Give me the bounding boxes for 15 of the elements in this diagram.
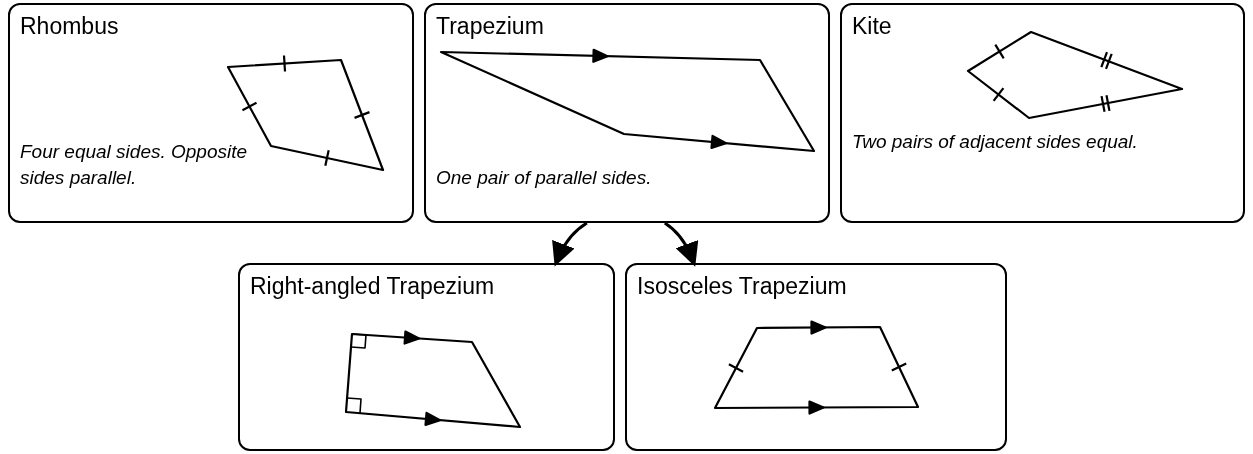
shape-card: [238, 263, 615, 451]
arrow: [552, 221, 588, 267]
shape-name: Trapezium: [436, 13, 544, 40]
description-text: Four equal sides. Opposite sides parallel.: [20, 140, 249, 190]
shape-name: Isosceles Trapezium: [637, 273, 847, 300]
shape-card: [8, 3, 414, 223]
shape-name: Rhombus: [20, 13, 119, 40]
description-text: Two pairs of adjacent sides equal.: [852, 130, 1139, 154]
shape-card: [840, 3, 1245, 223]
shape-name: Right-angled Trapezium: [250, 273, 495, 300]
shape-name: Kite: [852, 13, 892, 40]
shape-card: [625, 263, 1007, 451]
shape-card: [424, 3, 830, 223]
description-text: One pair of parallel sides.: [436, 166, 653, 190]
arrow: [663, 221, 698, 267]
